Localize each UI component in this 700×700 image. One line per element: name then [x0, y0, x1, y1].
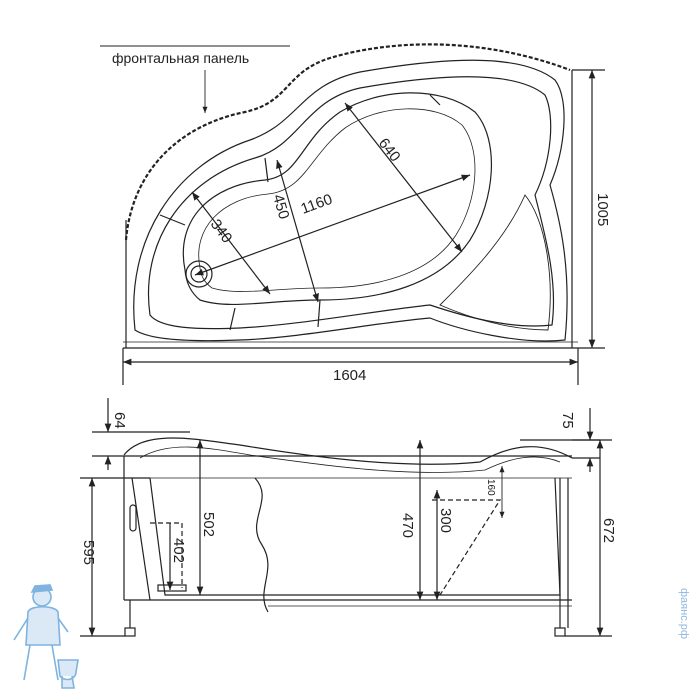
seat-area	[439, 194, 551, 331]
rim-segment	[229, 307, 236, 331]
inner-rim	[147, 76, 555, 330]
rim-segment	[159, 214, 186, 226]
dim-160-label: 160	[485, 479, 496, 496]
toilet-icon	[57, 659, 79, 689]
front-panel-label: фронтальная панель	[112, 50, 249, 66]
dim-470-label: 470	[399, 513, 416, 538]
mascot-arm-2	[57, 617, 69, 633]
leg-right	[554, 627, 566, 637]
dim-line-1160	[194, 174, 471, 276]
dim-672-label: 672	[600, 518, 617, 543]
side-view-labels: 64 75 595 672 502 402 470 300 160	[80, 412, 617, 565]
dim-line-640	[344, 102, 463, 253]
side-rim-inner	[139, 446, 561, 473]
drain-dash	[150, 522, 183, 588]
dim-402-label: 402	[170, 538, 187, 563]
top-view	[100, 43, 605, 385]
mascot-logo	[13, 584, 79, 689]
side-view	[80, 398, 612, 637]
rim-segment	[264, 157, 269, 183]
mascot-arm	[13, 617, 29, 641]
mascot-legs	[23, 644, 59, 681]
dim-300-label: 300	[437, 508, 454, 533]
dim-64-label: 64	[111, 412, 128, 429]
basin-inner	[198, 108, 476, 292]
dim-1005-label: 1005	[594, 193, 611, 226]
mascot-cap	[30, 584, 54, 593]
dim-1604-label: 1604	[333, 367, 366, 384]
dim-line-450	[276, 159, 319, 303]
dim-line-340	[191, 191, 271, 295]
side-rim-top	[123, 437, 573, 465]
side-body	[149, 477, 561, 596]
rim-segment	[429, 94, 441, 106]
overflow-slot	[129, 504, 137, 532]
dim-640-label: 640	[375, 135, 404, 165]
dim-502-label: 502	[200, 512, 217, 537]
side-left-inner	[131, 477, 151, 601]
basin-outline	[182, 92, 493, 306]
rim-segment	[317, 299, 321, 328]
panel-break	[254, 477, 269, 613]
dim-595-label: 595	[80, 540, 97, 565]
dim-450-label: 450	[269, 192, 292, 221]
front-panel-outline	[124, 43, 571, 241]
dim-75-label: 75	[559, 412, 576, 429]
watermark-text: фаянс.рф	[678, 588, 690, 639]
dim-1160-label: 1160	[299, 191, 335, 218]
leg-left	[124, 627, 136, 637]
mascot-body	[25, 605, 61, 646]
outer-rim	[133, 59, 568, 342]
top-view-labels: фронтальная панель 1604 1005 1160 640 45…	[112, 50, 611, 384]
